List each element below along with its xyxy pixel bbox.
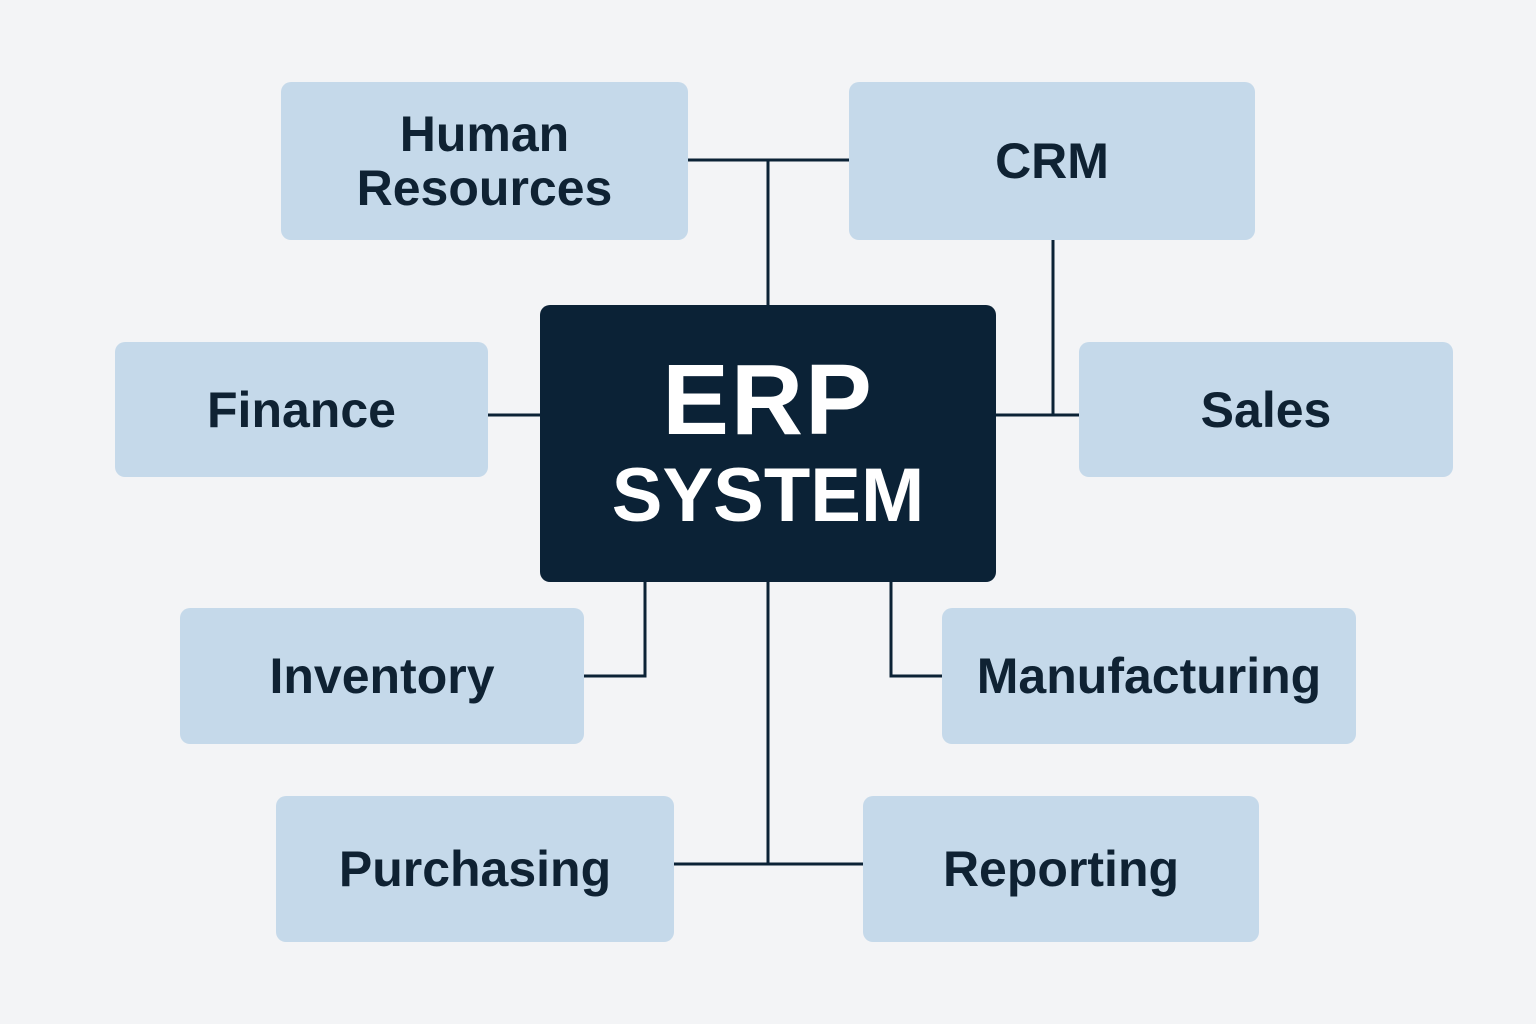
erp-title-line1: ERP bbox=[662, 343, 874, 456]
erp-system-box: ERP SYSTEM bbox=[540, 305, 996, 582]
module-sales: Sales bbox=[1079, 342, 1453, 477]
module-reporting-label: Reporting bbox=[942, 841, 1180, 897]
module-manufacturing-label: Manufacturing bbox=[976, 648, 1322, 704]
module-purchasing-label: Purchasing bbox=[338, 841, 612, 897]
module-inventory: Inventory bbox=[180, 608, 584, 744]
module-human-resources-label: Human Resources bbox=[356, 106, 613, 216]
module-crm-label: CRM bbox=[995, 133, 1109, 189]
module-manufacturing: Manufacturing bbox=[942, 608, 1356, 744]
module-human-resources: Human Resources bbox=[281, 82, 688, 240]
module-crm: CRM bbox=[849, 82, 1255, 240]
module-reporting: Reporting bbox=[863, 796, 1259, 942]
module-inventory-label: Inventory bbox=[269, 648, 495, 704]
module-finance: Finance bbox=[115, 342, 488, 477]
module-sales-label: Sales bbox=[1200, 381, 1332, 438]
module-finance-label: Finance bbox=[207, 381, 396, 438]
erp-title-line2: SYSTEM bbox=[611, 452, 925, 538]
module-purchasing: Purchasing bbox=[276, 796, 674, 942]
